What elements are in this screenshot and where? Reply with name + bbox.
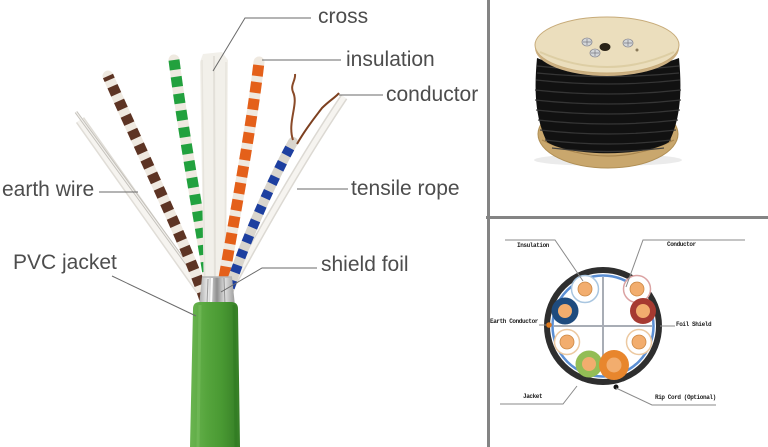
label-diagram-conductor: Conductor	[667, 241, 696, 248]
cross-section-art	[500, 239, 745, 406]
cross-section-panel: Insulation Conductor Earth Conductor Foi…	[490, 219, 768, 447]
leader-lines	[99, 17, 383, 317]
spool-cable-coil	[534, 58, 682, 154]
shield-foil	[199, 276, 235, 306]
label-diagram-insulation: Insulation	[517, 242, 550, 249]
horizontal-divider	[486, 216, 768, 219]
spool-small-hole	[635, 48, 639, 52]
label-diagram-earth-conductor: Earth Conductor	[490, 318, 539, 325]
diagram-earth-conductor-dot	[546, 322, 552, 328]
spool-bolts	[581, 37, 634, 58]
pvc-jacket	[190, 302, 240, 447]
left-tensile-strip	[75, 117, 211, 301]
label-diagram-rip-cord: Rip Cord (Optional)	[655, 394, 716, 401]
spool-center-hole	[599, 43, 611, 51]
pvc-jacket-leader-line	[111, 275, 197, 317]
vertical-divider	[487, 0, 490, 447]
cross-leader-line	[212, 17, 311, 72]
stripped-cable-panel: cross insulation conductor earth wire te…	[2, 5, 479, 447]
tensile-rope	[228, 94, 348, 287]
label-cross: cross	[318, 5, 369, 28]
bare-conductor-wires	[290, 73, 340, 145]
twisted-pair-brown	[102, 70, 211, 306]
diagram-conductors	[551, 274, 656, 380]
label-shield-foil: shield foil	[321, 253, 409, 276]
cable-spool-art	[534, 16, 682, 169]
insulation-leader	[505, 239, 584, 282]
label-earth-wire: earth wire	[2, 178, 95, 201]
rip-cord-leader	[615, 387, 716, 406]
label-pvc-jacket: PVC jacket	[13, 251, 117, 274]
diagram-foil-ring	[551, 274, 655, 378]
label-insulation: insulation	[346, 48, 435, 71]
conductor-leader	[625, 239, 745, 288]
diagram-leader-lines	[500, 239, 745, 406]
jacket-leader	[500, 385, 578, 405]
label-diagram-foil-shield: Foil Shield	[676, 321, 712, 328]
label-tensile-rope: tensile rope	[351, 177, 460, 200]
label-diagram-jacket: Jacket	[523, 393, 543, 400]
shield-foil-leader-line	[220, 267, 317, 293]
cable-spool-panel	[490, 0, 768, 216]
stripped-cable-art	[74, 17, 383, 447]
label-conductor: conductor	[386, 83, 479, 106]
